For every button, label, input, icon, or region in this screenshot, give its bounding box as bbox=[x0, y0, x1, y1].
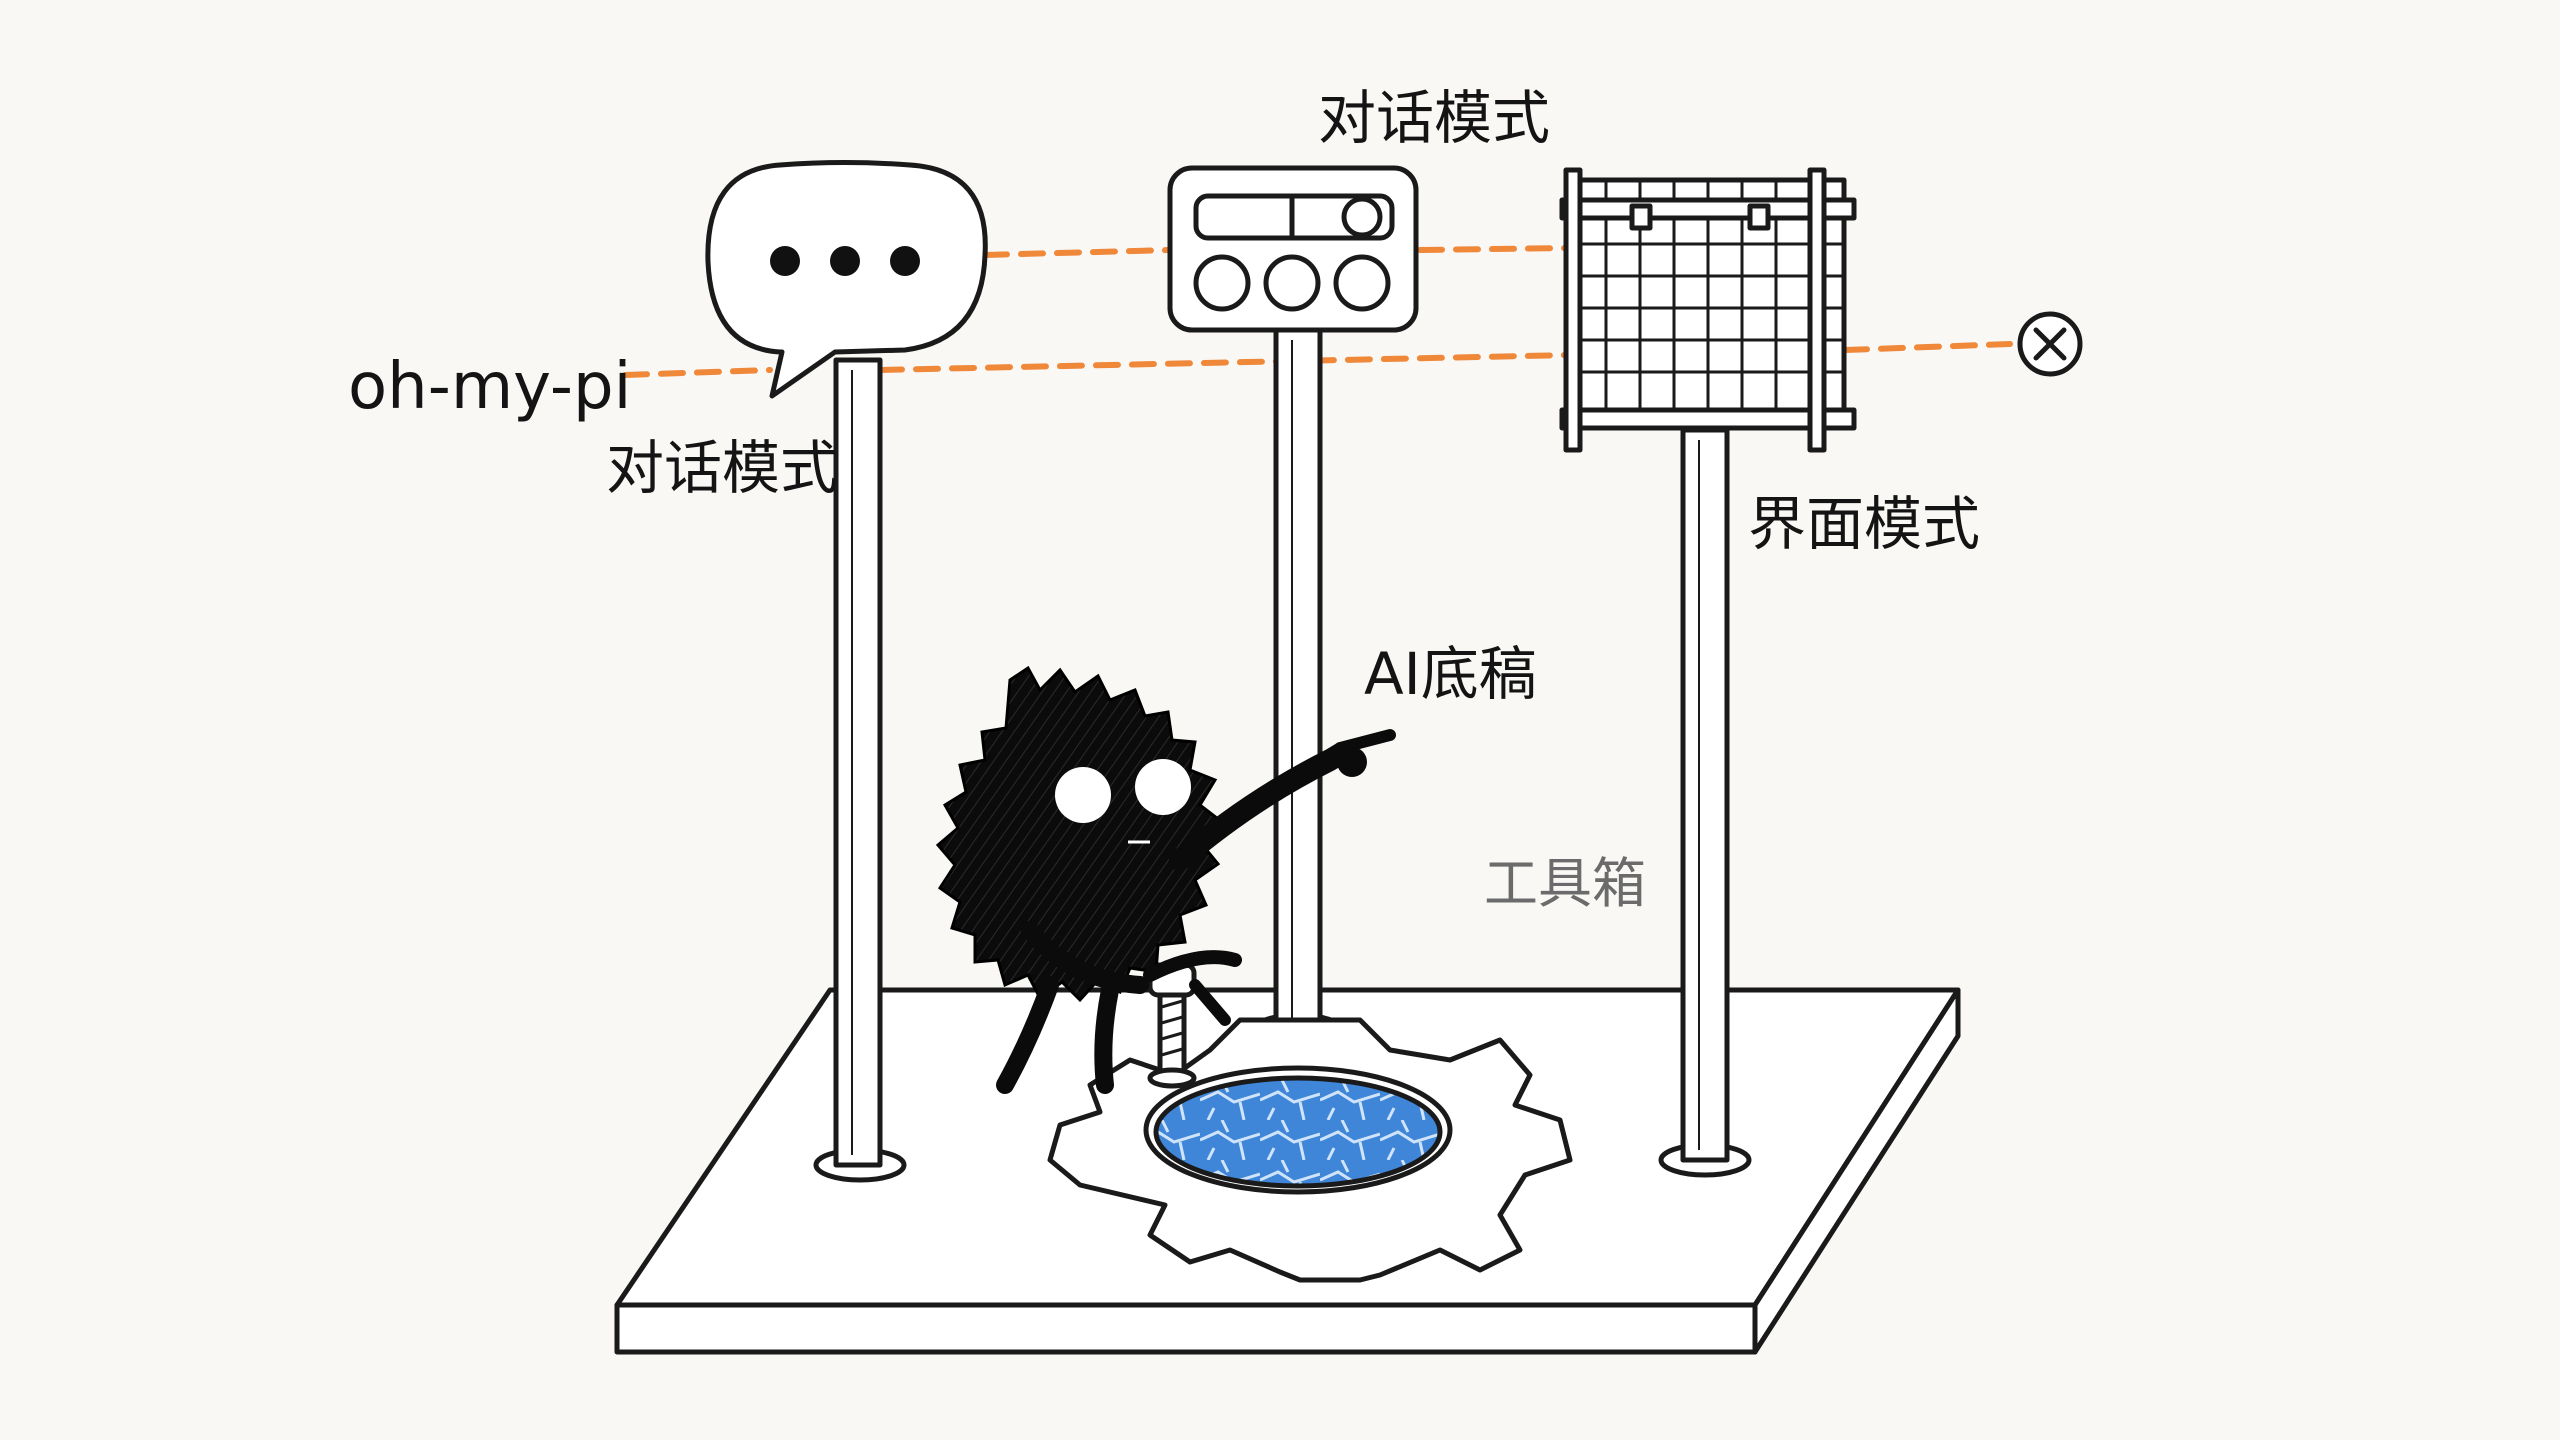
interface-mode-label: 界面模式 bbox=[1748, 490, 1980, 558]
chat-mode-left-label: 对话模式 bbox=[606, 434, 838, 502]
left-pole bbox=[813, 357, 907, 1183]
speech-bubble-icon bbox=[705, 160, 988, 399]
furry-creature bbox=[935, 665, 1396, 1094]
middle-pole bbox=[1251, 327, 1345, 1048]
close-circle-icon bbox=[2017, 311, 2083, 377]
control-panel-icon bbox=[1167, 165, 1419, 333]
chat-mode-top-label: 对话模式 bbox=[1318, 84, 1550, 152]
connection-lines bbox=[622, 245, 2013, 378]
toolbox-label: 工具箱 bbox=[1484, 852, 1646, 915]
grid-cage-icon bbox=[1559, 167, 1857, 453]
ai-draft-label: AI底稿 bbox=[1364, 640, 1537, 708]
oh-my-pi-label: oh-my-pi bbox=[348, 350, 631, 424]
screw-icon bbox=[1147, 962, 1197, 1089]
